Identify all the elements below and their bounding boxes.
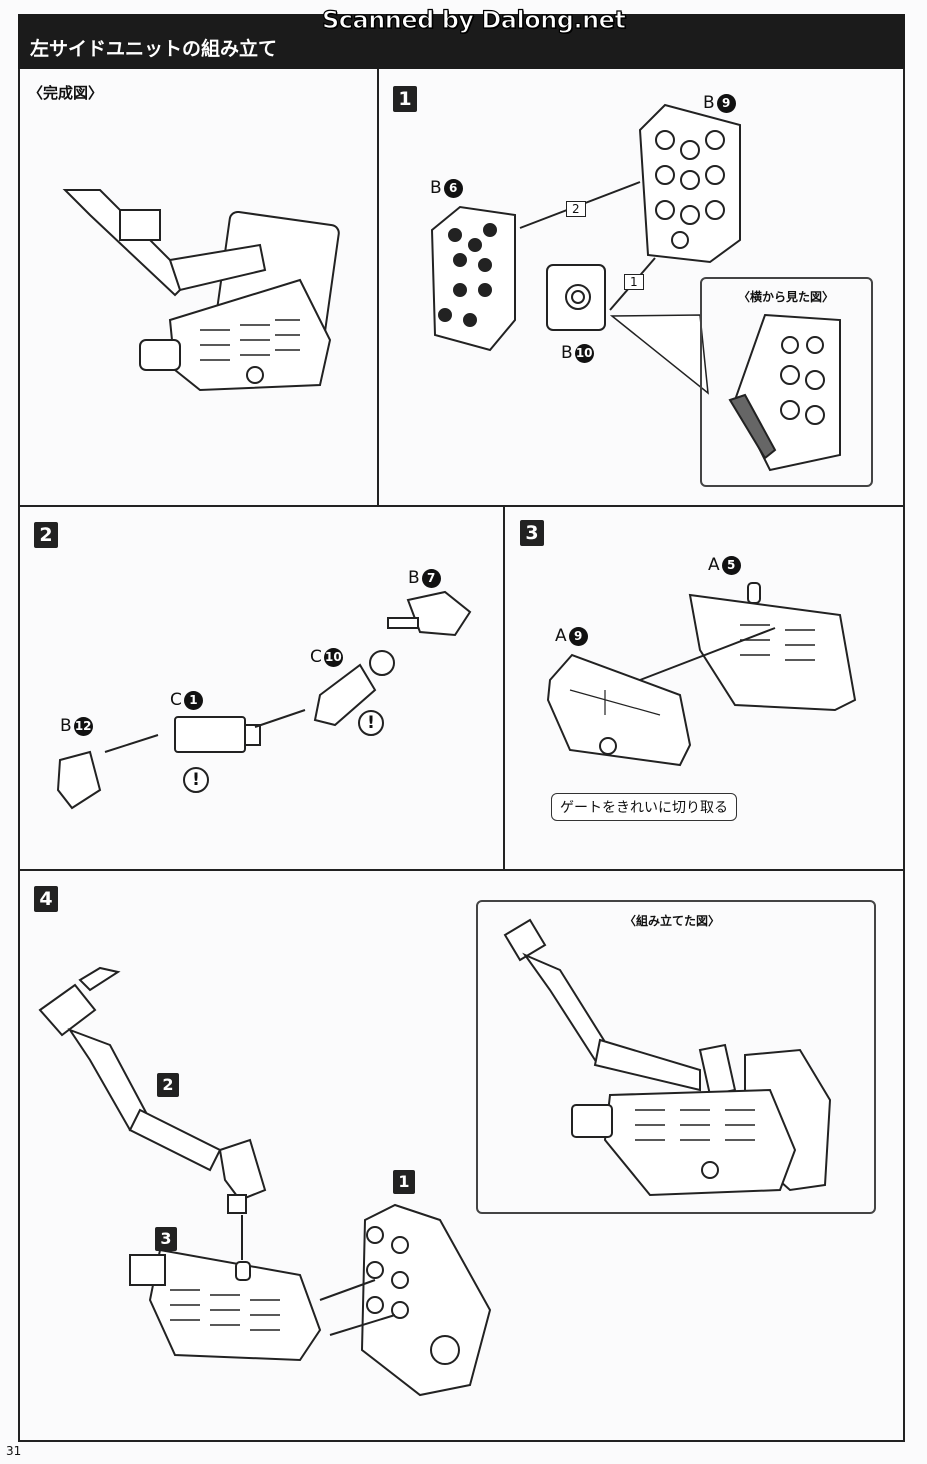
divider (18, 869, 905, 871)
part-letter: B (703, 93, 715, 113)
assembled-view-drawing (503, 918, 832, 1197)
part-number: 1 (183, 690, 203, 710)
part-number: 12 (73, 716, 93, 736)
order-marker-1: 1 (624, 274, 644, 290)
warning-icon: ! (183, 767, 209, 793)
page-number: 31 (6, 1444, 22, 1458)
part-letter: C (310, 647, 322, 667)
warning-icon: ! (358, 710, 384, 736)
step3-drawing (546, 582, 857, 767)
part-letter: A (708, 555, 720, 575)
assembled-view-caption: 〈組み立てた図〉 (624, 914, 721, 928)
part-number: 9 (568, 626, 588, 646)
part-number: 10 (323, 647, 343, 667)
part-letter: B (60, 716, 72, 736)
gate-removal-note: ゲートをきれいに切り取る (551, 793, 737, 821)
part-number: 9 (716, 93, 736, 113)
divider (503, 506, 505, 870)
side-view-inset (700, 277, 873, 487)
watermark: Scanned by Dalong.net (321, 5, 626, 34)
part-letter: B (430, 178, 442, 198)
complete-view-label: 〈完成図〉 (28, 84, 104, 102)
step1-drawing (430, 103, 841, 472)
sub-step-2: 2 (157, 1073, 179, 1097)
sub-step-1: 1 (393, 1170, 415, 1194)
step-number-1: 1 (393, 86, 417, 112)
page-title: 左サイドユニットの組み立て (30, 38, 278, 60)
divider (377, 69, 379, 506)
step-number-3: 3 (520, 520, 544, 546)
order-marker-2: 2 (566, 201, 586, 217)
assembled-view-inset (476, 900, 876, 1214)
part-letter: A (555, 626, 567, 646)
part-number: 7 (421, 568, 441, 588)
part-letter: B (408, 568, 420, 588)
step4-drawing (38, 966, 492, 1397)
step-number-2: 2 (34, 522, 58, 548)
part-letter: C (170, 690, 182, 710)
sub-step-3: 3 (155, 1227, 177, 1251)
part-letter: B (561, 343, 573, 363)
title-bar (18, 14, 905, 69)
step-number-4: 4 (34, 886, 58, 912)
side-view-caption: 〈横から見た図〉 (738, 290, 835, 304)
part-number: 5 (721, 555, 741, 575)
step2-drawing (56, 590, 472, 810)
complete-assembly-drawing (62, 189, 340, 392)
part-number: 10 (574, 343, 594, 363)
divider (18, 505, 905, 507)
part-number: 6 (443, 178, 463, 198)
